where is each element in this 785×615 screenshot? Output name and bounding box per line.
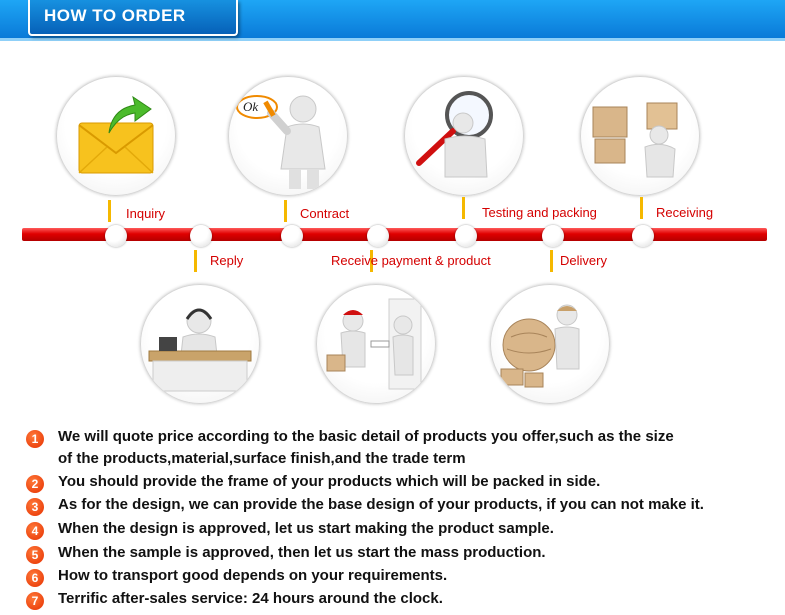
timeline-dot xyxy=(281,225,303,247)
step-label-payment: Receive payment & product xyxy=(331,253,491,268)
tick-testing xyxy=(462,197,465,219)
step-label-inquiry: Inquiry xyxy=(126,206,166,221)
list-item-text: How to transport good depends on your re… xyxy=(58,567,448,584)
number-badge: 7 xyxy=(26,592,44,610)
list-item-text: We will quote price according to the bas… xyxy=(58,428,674,445)
list-item-text-continued: of the products,material,surface finish,… xyxy=(58,450,466,467)
list-item-text: You should provide the frame of your pro… xyxy=(58,473,601,490)
number-badge: 3 xyxy=(26,498,44,516)
testing-illustration xyxy=(404,76,524,196)
page-header: HOW TO ORDER xyxy=(0,0,785,42)
inquiry-illustration xyxy=(56,76,176,196)
reply-illustration xyxy=(140,284,260,404)
tick-receiving xyxy=(640,197,643,219)
header-tab: HOW TO ORDER xyxy=(28,0,238,36)
globe-person-icon xyxy=(500,304,580,388)
step-label-reply: Reply xyxy=(210,253,244,268)
ok-bubble-text: Ok xyxy=(243,99,259,114)
number-badge: 5 xyxy=(26,546,44,564)
delivery-illustration xyxy=(490,284,610,404)
person-ok-icon xyxy=(236,95,326,189)
timeline-dot xyxy=(455,225,477,247)
timeline-bar xyxy=(22,228,767,241)
timeline-dot xyxy=(190,225,212,247)
tick-delivery xyxy=(550,250,553,272)
tick-inquiry xyxy=(108,200,111,222)
delivery-handover-icon xyxy=(326,298,422,390)
step-label-delivery: Delivery xyxy=(560,253,607,268)
number-badge: 6 xyxy=(26,569,44,587)
step-label-testing: Testing and packing xyxy=(482,205,597,220)
step-label-receiving: Receiving xyxy=(656,205,714,220)
page-title: HOW TO ORDER xyxy=(44,6,186,25)
list-item-text: When the design is approved, let us star… xyxy=(58,520,554,537)
timeline-dot xyxy=(367,225,389,247)
number-badge: 1 xyxy=(26,430,44,448)
tick-reply xyxy=(194,250,197,272)
receiving-illustration xyxy=(580,76,700,196)
list-item-text: As for the design, we can provide the ba… xyxy=(58,496,704,513)
number-badge: 4 xyxy=(26,522,44,540)
number-badge: 2 xyxy=(26,475,44,493)
timeline-dot xyxy=(542,225,564,247)
magnifier-person-icon xyxy=(416,91,493,178)
tick-payment xyxy=(370,250,373,272)
timeline-dot xyxy=(632,225,654,247)
header-underline xyxy=(0,38,785,41)
timeline-dot xyxy=(105,225,127,247)
list-item-text: When the sample is approved, then let us… xyxy=(58,544,546,561)
tick-contract xyxy=(284,200,287,222)
payment-illustration xyxy=(316,284,436,404)
step-label-contract: Contract xyxy=(300,206,350,221)
boxes-person-icon xyxy=(592,102,678,178)
headset-person-icon xyxy=(148,308,252,392)
contract-illustration: Ok xyxy=(228,76,348,196)
envelope-icon xyxy=(78,95,154,174)
list-item-text: Terrific after-sales service: 24 hours a… xyxy=(58,590,443,607)
